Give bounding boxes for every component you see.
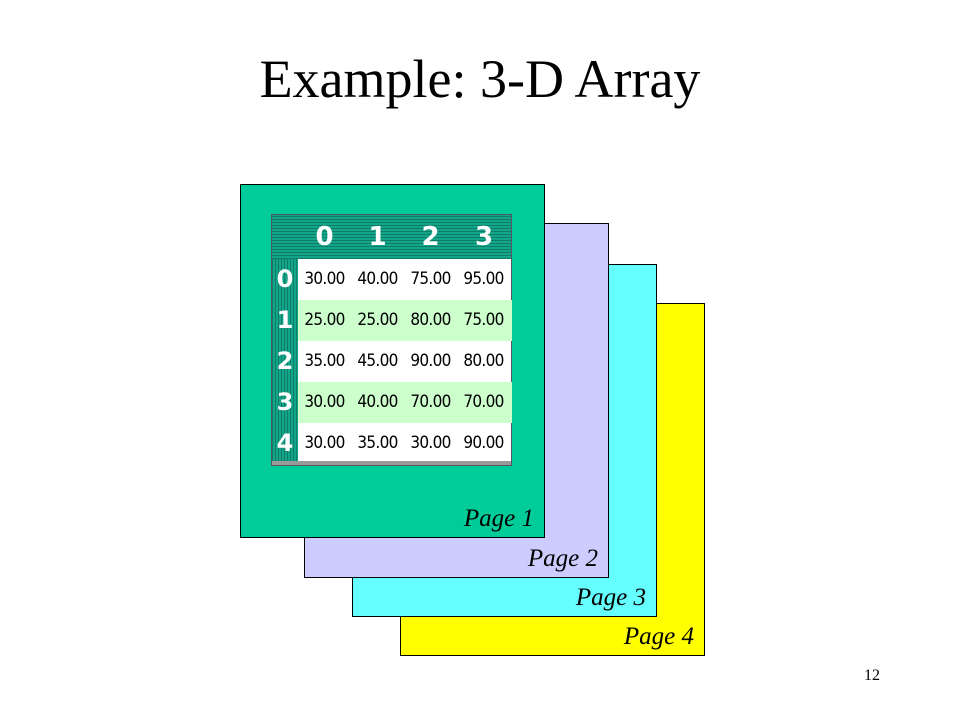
- page-2-label: Page 2: [527, 545, 598, 572]
- table-row: 25.00 25.00 80.00 75.00: [298, 300, 512, 341]
- table-bottom-edge: [272, 461, 511, 465]
- table-cell: 25.00: [357, 310, 398, 330]
- slide-number: 12: [864, 667, 880, 684]
- table-row: 30.00 35.00 30.00 90.00: [298, 423, 512, 464]
- column-header: 3: [457, 215, 511, 259]
- table-cell: 30.00: [304, 433, 345, 453]
- page-4-label: Page 4: [623, 623, 694, 650]
- table-cell: 40.00: [357, 269, 398, 289]
- page-1-label: Page 1: [463, 505, 534, 532]
- table-row: 30.00 40.00 70.00 70.00: [298, 382, 512, 423]
- row-header: 3: [272, 382, 298, 423]
- column-header: 1: [351, 215, 404, 259]
- table-cell: 30.00: [304, 269, 345, 289]
- slide-title: Example: 3-D Array: [259, 49, 701, 109]
- row-header: 0: [272, 259, 298, 300]
- table-cell: 75.00: [463, 310, 504, 330]
- table-cell: 90.00: [463, 433, 504, 453]
- column-header: 2: [404, 215, 457, 259]
- row-header: 2: [272, 341, 298, 382]
- table-cell: 35.00: [357, 433, 398, 453]
- column-header: 0: [298, 215, 351, 259]
- table-cell: 40.00: [357, 392, 398, 412]
- table-row: 35.00 45.00 90.00 80.00: [298, 341, 512, 382]
- table-cell: 80.00: [410, 310, 451, 330]
- row-header: 1: [272, 300, 298, 341]
- table-cell: 75.00: [410, 269, 451, 289]
- table-cell: 80.00: [463, 351, 504, 371]
- table-cell: 30.00: [304, 392, 345, 412]
- row-header: 4: [272, 423, 298, 464]
- array-table: 0 1 2 3 0 1 2 3 4 30.00 40.00 75.00 95.0…: [271, 214, 512, 466]
- table-cell: 45.00: [357, 351, 398, 371]
- table-cell: 90.00: [410, 351, 451, 371]
- page-3-label: Page 3: [575, 584, 646, 611]
- table-cell: 70.00: [463, 392, 504, 412]
- table-cell: 25.00: [304, 310, 345, 330]
- table-cell: 95.00: [463, 269, 504, 289]
- table-row: 30.00 40.00 75.00 95.00: [298, 259, 512, 300]
- table-corner: [272, 215, 298, 259]
- table-cell: 35.00: [304, 351, 345, 371]
- table-cell: 70.00: [410, 392, 451, 412]
- table-cell: 30.00: [410, 433, 451, 453]
